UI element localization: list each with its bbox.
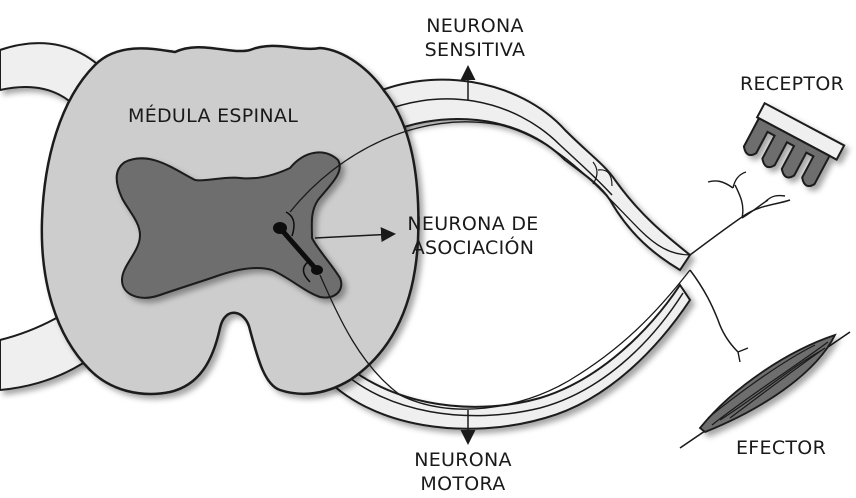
receptor (739, 103, 844, 194)
label-neurona-sensitiva: NEURONA SENSITIVA (420, 14, 530, 62)
label-medula-espinal: MÉDULA ESPINAL (128, 104, 298, 128)
label-neurona-motora: NEURONA MOTORA (408, 448, 518, 496)
effector-muscle (680, 332, 850, 448)
label-neurona-asociacion: NEURONA DE ASOCIACIÓN (398, 212, 548, 260)
label-efector: EFECTOR (736, 436, 826, 460)
label-receptor: RECEPTOR (740, 72, 844, 96)
